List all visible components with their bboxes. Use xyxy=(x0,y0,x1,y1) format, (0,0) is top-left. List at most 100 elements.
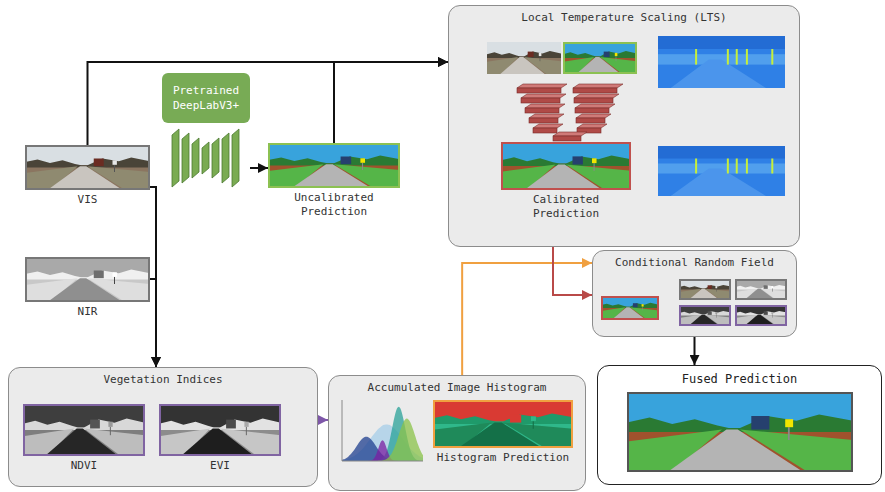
panel-illustration xyxy=(575,104,615,108)
panel-illustration xyxy=(708,285,712,289)
panel-illustration xyxy=(671,169,766,197)
image-thumbnail xyxy=(94,271,104,279)
panel-illustration xyxy=(771,286,773,288)
panel-illustration xyxy=(529,118,558,123)
image-thumbnail xyxy=(23,427,145,456)
panel-illustration xyxy=(736,49,738,65)
panel-illustration xyxy=(695,49,697,65)
image-caption: NIR xyxy=(25,305,150,319)
image-caption: Histogram Prediction xyxy=(433,451,573,465)
panel-illustration xyxy=(680,280,730,299)
panel-illustration xyxy=(772,314,773,317)
image-thumbnail xyxy=(501,164,631,190)
image-thumbnail xyxy=(268,156,400,166)
panel-illustration xyxy=(615,53,618,56)
panel-illustration xyxy=(746,49,748,65)
panel-illustration xyxy=(576,114,611,118)
panel-illustration xyxy=(680,306,730,325)
image-panel: NIR xyxy=(25,257,150,319)
panel-illustration xyxy=(771,159,773,174)
image-thumbnail xyxy=(594,163,595,171)
panel-illustration xyxy=(342,400,343,461)
panel-illustration xyxy=(539,56,541,61)
panel-illustration xyxy=(576,57,620,74)
panel-illustration xyxy=(564,43,636,73)
image-thumbnail xyxy=(787,427,789,440)
panel-illustration xyxy=(658,146,785,196)
panel-illustration xyxy=(563,51,637,58)
panel-illustration xyxy=(487,56,561,74)
panel-illustration xyxy=(449,6,801,244)
output-box: Fused Prediction xyxy=(597,365,882,485)
image-thumbnail xyxy=(159,404,281,456)
image-thumbnail xyxy=(245,427,247,435)
process-panel: Local Temperature Scaling (LTS)Calibrate… xyxy=(448,5,800,247)
panel-illustration xyxy=(563,42,637,74)
panel-illustration xyxy=(553,132,587,136)
panel-illustration xyxy=(529,114,564,118)
panel-illustration xyxy=(533,128,557,133)
panel-illustration xyxy=(746,159,748,174)
panel-illustration xyxy=(679,285,731,290)
panel-illustration xyxy=(521,94,566,98)
panel-illustration xyxy=(658,36,785,88)
image-thumbnail xyxy=(181,428,254,456)
image-thumbnail xyxy=(433,400,573,424)
panel-illustration xyxy=(658,36,785,88)
panel-illustration xyxy=(574,94,619,98)
panel-heading: Vegetation Indices xyxy=(9,368,317,387)
image-thumbnail xyxy=(292,164,371,188)
network-icon xyxy=(172,129,179,187)
connector-arrow xyxy=(150,187,156,367)
panel-illustration xyxy=(563,56,637,74)
image-thumbnail xyxy=(23,404,145,430)
panel-illustration xyxy=(521,98,560,103)
image-thumbnail xyxy=(244,422,248,427)
panel-illustration xyxy=(727,49,729,65)
panel-illustration xyxy=(771,312,773,314)
panel-illustration xyxy=(601,303,659,308)
panel-illustration xyxy=(772,288,773,291)
image-thumbnail xyxy=(48,278,123,302)
image-thumbnail xyxy=(108,422,112,427)
image-thumbnail xyxy=(268,143,400,188)
image-thumbnail xyxy=(25,145,150,168)
image-caption: VIS xyxy=(25,193,150,207)
network-icon xyxy=(202,142,209,174)
network-icon xyxy=(222,133,229,183)
panel-illustration xyxy=(727,159,729,174)
image-thumbnail xyxy=(25,257,150,302)
connector-arrow xyxy=(462,263,592,375)
panel-illustration xyxy=(708,311,712,315)
connector-arrow xyxy=(334,62,448,143)
panel-illustration xyxy=(500,57,544,74)
image-thumbnail xyxy=(627,392,853,432)
image-thumbnail xyxy=(627,414,853,432)
image-thumbnail xyxy=(25,277,150,302)
panel-illustration xyxy=(573,88,617,93)
panel-illustration xyxy=(525,108,559,113)
panel-illustration xyxy=(487,42,561,58)
network-icon xyxy=(182,133,189,183)
panel-illustration xyxy=(735,279,787,300)
panel-illustration xyxy=(577,124,607,128)
model-label: Pretrained DeepLabV3+ xyxy=(162,73,250,123)
image-panel: Histogram Prediction xyxy=(433,400,573,465)
connector-arrow xyxy=(694,337,696,365)
image-thumbnail xyxy=(592,158,597,163)
image-thumbnail xyxy=(433,400,573,448)
image-thumbnail xyxy=(501,155,631,166)
panel-illustration xyxy=(764,285,768,289)
connector-arrow xyxy=(318,419,328,421)
image-thumbnail xyxy=(25,165,150,190)
image-thumbnail xyxy=(268,163,400,188)
panel-illustration xyxy=(487,42,561,74)
image-thumbnail xyxy=(48,166,123,190)
panel-illustration xyxy=(487,51,561,58)
process-panel: Vegetation IndicesNDVIEVI xyxy=(8,367,318,487)
panel-illustration xyxy=(615,56,617,61)
image-thumbnail xyxy=(268,143,400,166)
image-thumbnail xyxy=(94,159,104,167)
panel-illustration xyxy=(736,306,786,325)
image-thumbnail xyxy=(159,404,281,430)
